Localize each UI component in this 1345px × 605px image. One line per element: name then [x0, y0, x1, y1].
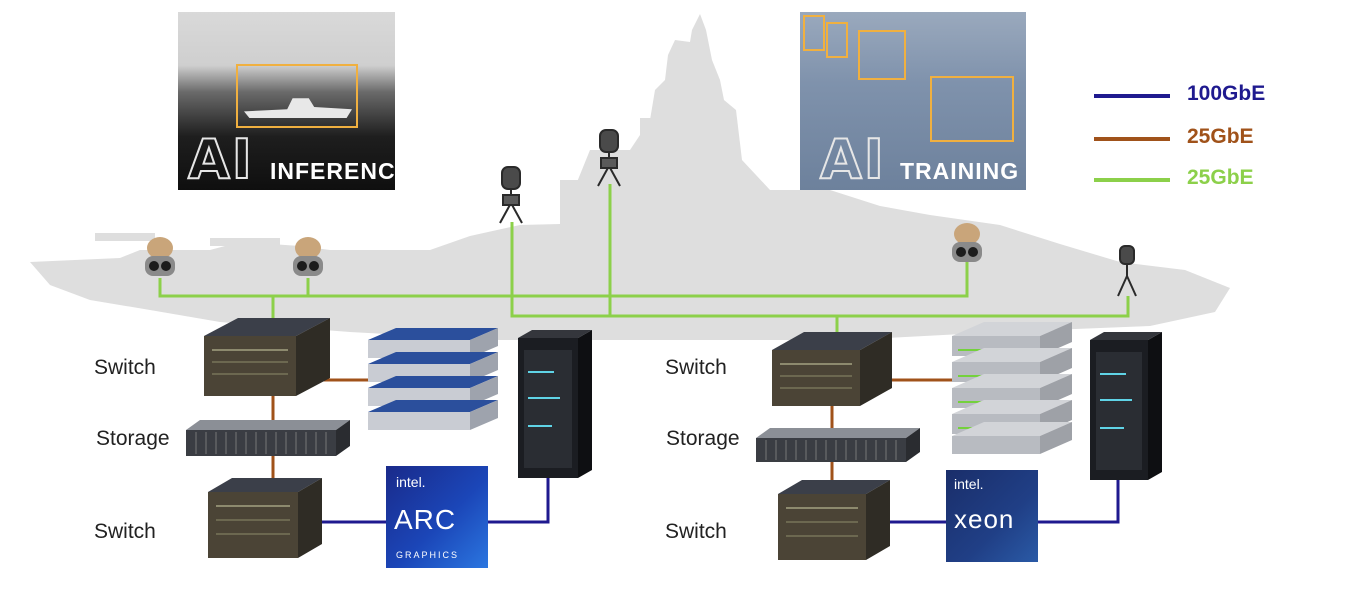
- legend-label-25gbe-copper: 25GbE: [1187, 125, 1254, 148]
- ai-mark: AI: [187, 127, 254, 190]
- right-switch-bottom-label: Switch: [665, 520, 727, 543]
- legend-label-25gbe-green: 25GbE: [1187, 166, 1254, 189]
- dome-camera: [293, 237, 323, 276]
- left-switch-bottom-label: Switch: [94, 520, 156, 543]
- training-caption: TRAINING: [900, 158, 1020, 184]
- rack-cabinet-right: [1090, 332, 1162, 480]
- rugged-switch-right-top: [772, 332, 892, 406]
- xeon-product: xeon: [954, 504, 1015, 534]
- blue-100gbe-links: [322, 478, 1120, 524]
- inference-caption: INFERENCE: [270, 158, 395, 184]
- left-switch-top-label: Switch: [94, 356, 156, 379]
- rugged-switch-left-bottom: [208, 478, 322, 558]
- intel-xeon-badge: intel. xeon: [946, 470, 1038, 562]
- tripod-camera: [499, 166, 523, 224]
- detection-box: [858, 30, 906, 80]
- tripod-camera: [1117, 245, 1137, 297]
- rugged-switch-left-top: [204, 318, 330, 396]
- right-storage-label: Storage: [666, 427, 740, 450]
- intel-arc-badge: intel. ARC GRAPHICS: [386, 466, 488, 568]
- legend-label-100gbe: 100GbE: [1187, 82, 1266, 105]
- right-switch-top-label: Switch: [665, 356, 727, 379]
- dome-camera: [145, 237, 175, 276]
- rack-cabinet-left: [518, 330, 592, 478]
- edge-server-stack-right: [952, 322, 1072, 454]
- detection-box: [803, 15, 825, 51]
- left-storage-label: Storage: [96, 427, 170, 450]
- green-25gbe-links: [158, 184, 1130, 340]
- detection-box: [826, 22, 848, 58]
- ai-inference-panel: AI INFERENCE: [178, 12, 395, 190]
- dome-camera: [952, 223, 982, 262]
- storage-server-right: [756, 428, 920, 462]
- arc-graphics: GRAPHICS: [396, 550, 460, 560]
- legend-swatches: [1094, 94, 1170, 182]
- intel-brand: intel.: [396, 474, 426, 490]
- ai-mark: AI: [819, 127, 886, 190]
- ship-detection-box: [236, 64, 358, 128]
- ai-training-panel: AI TRAINING: [800, 12, 1026, 190]
- tripod-camera: [597, 129, 621, 187]
- arc-product: ARC: [394, 504, 457, 535]
- rugged-switch-right-bottom: [778, 480, 890, 560]
- storage-server-left: [186, 420, 350, 456]
- intel-brand: intel.: [954, 476, 984, 492]
- detection-box: [930, 76, 1014, 142]
- blade-server-stack-left: [368, 328, 498, 430]
